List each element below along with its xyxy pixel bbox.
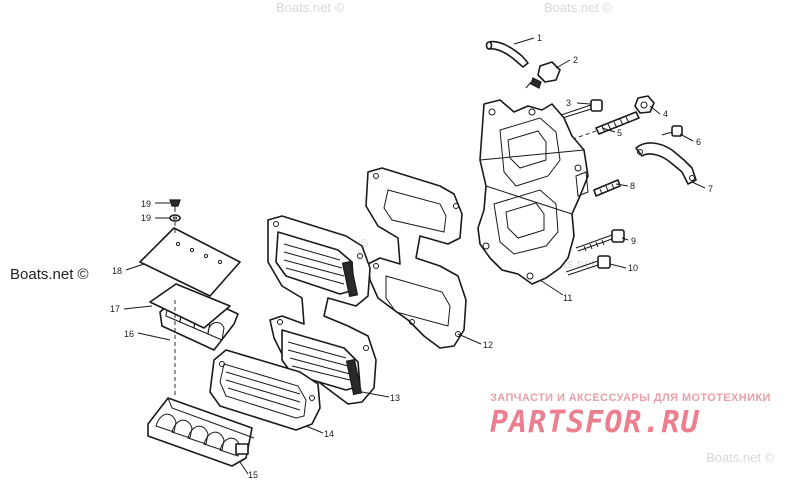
callout-10: 10 [628, 263, 638, 273]
watermark-bottom-right: Boats.net © [706, 450, 775, 465]
part-9-bolt [575, 229, 625, 252]
part-19-screw [169, 199, 181, 212]
leader-lines [123, 37, 706, 475]
part-1-hose [485, 40, 529, 68]
callout-13: 13 [390, 393, 400, 403]
callout-5: 5 [617, 128, 622, 138]
part-12-gasket [365, 167, 467, 349]
part-13-reed-block [267, 215, 377, 405]
callout-19-screw: 19 [141, 199, 151, 209]
part-7-clamp [635, 142, 697, 185]
callout-3: 3 [566, 98, 571, 108]
watermark-main: Boats.net © [10, 266, 89, 283]
callout-4: 4 [663, 109, 668, 119]
part-6-screw [661, 125, 683, 137]
callout-9: 9 [631, 236, 636, 246]
callout-12: 12 [483, 340, 493, 350]
part-2-fitting [525, 61, 561, 89]
callout-14: 14 [324, 429, 334, 439]
part-11-manifold [477, 99, 589, 285]
callouts: 1 2 3 4 5 6 7 8 9 10 11 12 13 14 15 16 1… [110, 33, 713, 480]
brand-logo: PARTSFOR.RU [490, 405, 700, 440]
callout-19-washer: 19 [141, 213, 151, 223]
callout-15: 15 [248, 470, 258, 480]
part-10-bolt [565, 255, 611, 276]
callout-6: 6 [696, 137, 701, 147]
watermark-top-right: Boats.net © [544, 0, 613, 15]
callout-11: 11 [563, 293, 572, 303]
part-19-washer [169, 214, 181, 222]
callout-2: 2 [573, 55, 578, 65]
callout-17: 17 [110, 304, 120, 314]
callout-18: 18 [112, 266, 122, 276]
brand-subtitle: ЗАПЧАСТИ И АКСЕССУАРЫ ДЛЯ МОТОТЕХНИКИ [490, 392, 771, 404]
part-8-stud [593, 179, 621, 197]
part-17-reed [149, 283, 231, 329]
part-18-stop-plate [139, 227, 241, 297]
part-5-stud [569, 111, 640, 141]
watermark-top-left: Boats.net © [276, 0, 345, 15]
part-4-nut [634, 95, 655, 114]
callout-16: 16 [124, 329, 134, 339]
callout-7: 7 [708, 184, 713, 194]
callout-8: 8 [630, 181, 635, 191]
part-15-reed-cage [147, 397, 255, 467]
callout-1: 1 [537, 33, 542, 43]
part-14-plate [209, 349, 321, 431]
